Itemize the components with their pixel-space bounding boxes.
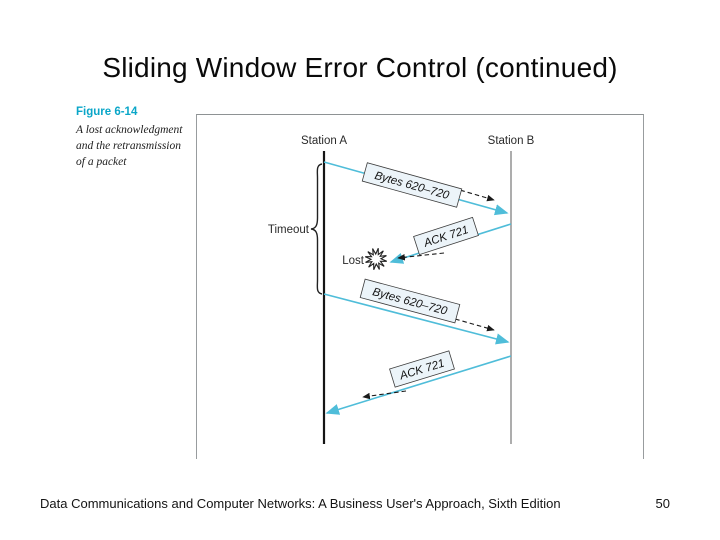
timeout-label: Timeout — [268, 224, 310, 236]
lost-label: Lost — [342, 255, 365, 267]
ack2-direction-arrow — [362, 390, 407, 400]
ack1-direction-arrow — [397, 252, 445, 261]
timeout-brace — [310, 163, 323, 295]
footer-page-number: 50 — [655, 496, 670, 511]
station-a-label: Station A — [301, 135, 347, 147]
footer-book-title: Data Communications and Computer Network… — [40, 496, 561, 511]
ack2-arrow — [325, 355, 512, 415]
page-title: Sliding Window Error Control (continued) — [102, 52, 618, 83]
caption-line: of a packet — [76, 156, 127, 168]
packet2-arrow — [323, 293, 510, 345]
station-b-label: Station B — [488, 135, 535, 147]
figure-label: Figure 6-14 — [76, 106, 138, 118]
caption-line: A lost acknowledgment — [76, 124, 183, 136]
figure-box: Station A Station B Bytes 620–720 ACK — [196, 114, 644, 459]
figure-caption: Figure 6-14 A lost acknowledgment and th… — [76, 106, 194, 170]
lost-burst-icon — [365, 248, 387, 270]
ack2-label-box: ACK 721 — [389, 350, 455, 388]
caption-line: and the retransmission — [76, 140, 181, 152]
sequence-diagram: Station A Station B Bytes 620–720 ACK — [268, 135, 535, 444]
packet1-label-box: Bytes 620–720 — [361, 162, 463, 208]
ack1-label-box: ACK 721 — [413, 216, 479, 256]
footer: Data Communications and Computer Network… — [40, 496, 670, 511]
